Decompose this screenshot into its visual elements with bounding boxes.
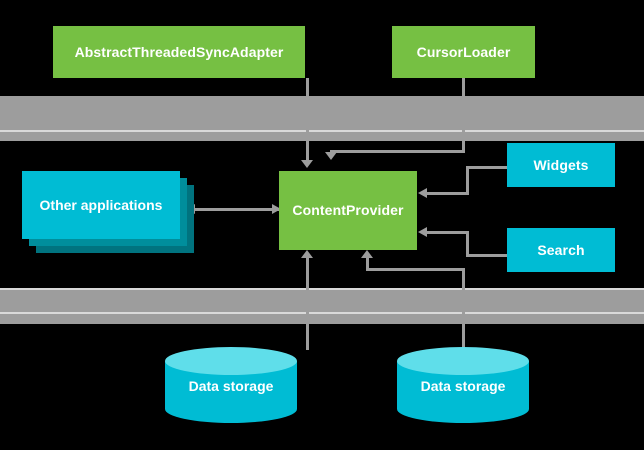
connector-widgets-vertical xyxy=(466,166,469,192)
cylinder-bottom xyxy=(165,395,297,423)
arrowhead-search-left xyxy=(418,227,427,237)
band-lower-hairline-top xyxy=(0,288,644,290)
component-other-applications[interactable]: Other applications xyxy=(22,171,202,253)
band-upper-hairline xyxy=(0,130,644,132)
connector-storage2-horizontal xyxy=(366,268,465,271)
connector-search-horizontal xyxy=(425,231,469,234)
arrowhead-otherapps-right xyxy=(272,204,281,214)
component-abstractthreadedsyncadapter[interactable]: AbstractThreadedSyncAdapter xyxy=(53,26,305,78)
component-label: Search xyxy=(537,241,585,258)
connector-storage1-vertical xyxy=(306,258,309,350)
arrowhead-storage2-up xyxy=(361,250,373,258)
component-label: CursorLoader xyxy=(416,43,511,60)
connector-storage2-vertical-upper xyxy=(366,258,369,270)
connector-widgets-horizontal xyxy=(425,192,469,195)
component-label: AbstractThreadedSyncAdapter xyxy=(74,43,284,60)
band-lower-main xyxy=(0,290,644,312)
component-label: Data storage xyxy=(420,378,506,394)
component-label: ContentProvider xyxy=(292,202,404,219)
band-upper-lower xyxy=(0,132,644,141)
connector-syncadapter-vertical xyxy=(306,78,309,162)
connector-search-horizontal-bottom xyxy=(466,254,510,257)
connector-cursorloader-vertical-upper xyxy=(462,78,465,132)
cylinder-top xyxy=(165,347,297,375)
band-lower-hairline xyxy=(0,312,644,314)
component-label: Widgets xyxy=(533,156,589,173)
component-data-storage-1[interactable]: Data storage xyxy=(165,347,297,423)
component-data-storage-2[interactable]: Data storage xyxy=(397,347,529,423)
component-search[interactable]: Search xyxy=(507,228,615,272)
component-label: Other applications xyxy=(39,197,163,213)
stack-card-front[interactable]: Other applications xyxy=(22,171,180,239)
component-cursorloader[interactable]: CursorLoader xyxy=(392,26,535,78)
arrowhead-widgets-left xyxy=(418,188,427,198)
arrowhead-cursorloader-down xyxy=(325,152,337,160)
component-contentprovider[interactable]: ContentProvider xyxy=(279,171,417,250)
connector-storage2-vertical-lower xyxy=(462,270,465,350)
component-label: Data storage xyxy=(188,378,274,394)
cylinder-top xyxy=(397,347,529,375)
arrowhead-syncadapter-down xyxy=(301,160,313,168)
band-lower-lower xyxy=(0,314,644,324)
connector-cursorloader-horizontal xyxy=(330,150,465,153)
band-upper-main xyxy=(0,96,644,130)
connector-otherapps-contentprovider xyxy=(193,208,279,211)
component-widgets[interactable]: Widgets xyxy=(507,143,615,187)
connector-cursorloader-vertical-lower xyxy=(462,130,465,153)
arrowhead-storage1-up xyxy=(301,250,313,258)
cylinder-bottom xyxy=(397,395,529,423)
connector-widgets-horizontal-top xyxy=(466,166,510,169)
connector-search-vertical xyxy=(466,231,469,257)
